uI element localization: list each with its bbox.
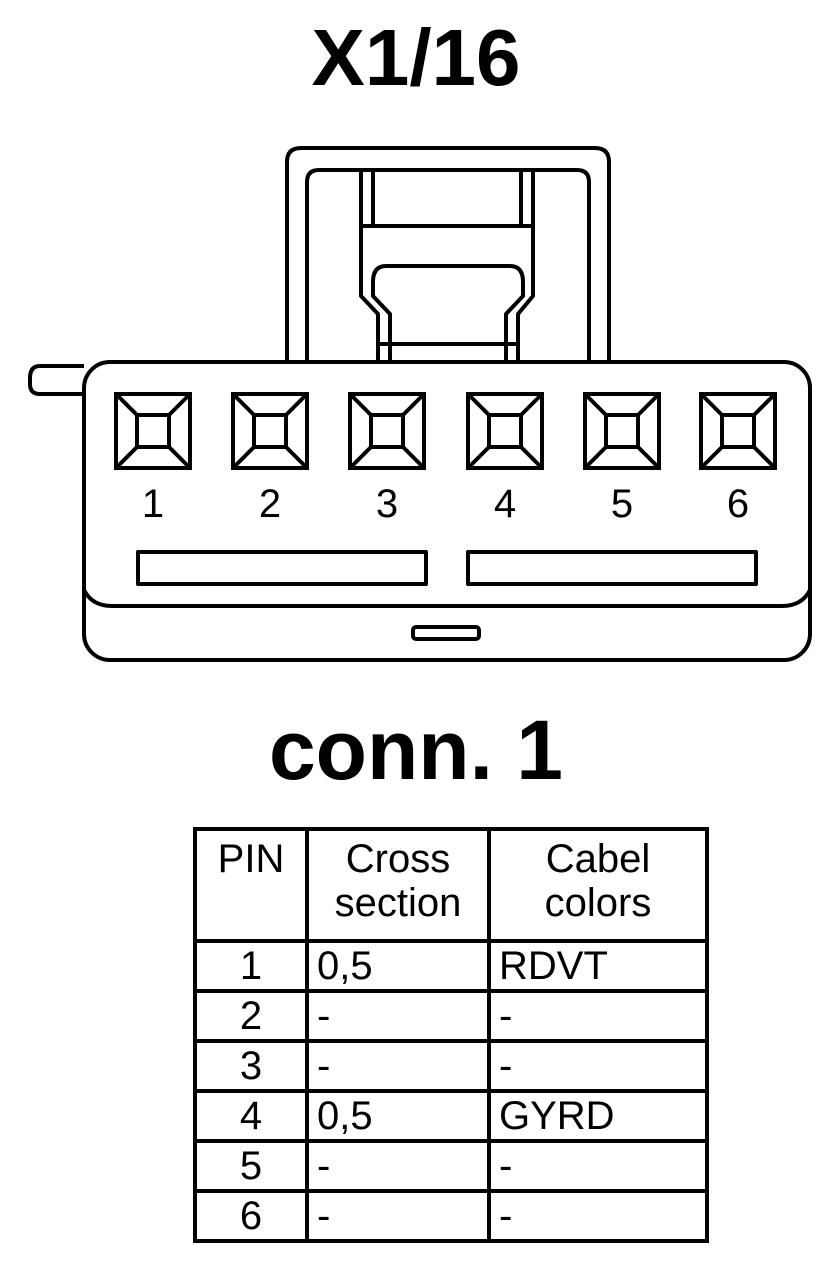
pin-cavity-3 xyxy=(348,392,426,470)
latch-outer xyxy=(285,146,611,362)
pin-number-6: 6 xyxy=(727,482,749,526)
connector-drawing: 1 2 3 4 5 6 xyxy=(28,146,812,662)
cross-section-cell: - xyxy=(305,1189,491,1243)
connector-label: conn. 1 xyxy=(268,703,564,797)
cross-section-cell: 0,5 xyxy=(305,1089,491,1143)
side-key xyxy=(28,364,84,396)
slot-right xyxy=(466,550,758,586)
table-row: 1 0,5 RDVT xyxy=(193,939,709,993)
table-row: 4 0,5 GYRD xyxy=(193,1089,709,1143)
pin-number-5: 5 xyxy=(611,482,633,526)
table-row: 5 - - xyxy=(193,1139,709,1193)
pin-cavity-1 xyxy=(114,392,192,470)
color-cell: - xyxy=(487,1139,709,1193)
color-cell: GYRD xyxy=(487,1089,709,1143)
pin-cavity-5 xyxy=(583,392,661,470)
pin-cavity-6 xyxy=(699,392,777,470)
connector-title: X1/16 xyxy=(311,13,521,102)
latch-tab xyxy=(359,224,535,360)
latch-inner xyxy=(305,168,591,362)
pin-number-1: 1 xyxy=(142,482,164,526)
pin-cell: 6 xyxy=(193,1189,309,1243)
color-cell: - xyxy=(487,1189,709,1243)
bottom-slot xyxy=(411,625,481,641)
table-row: 6 - - xyxy=(193,1189,709,1243)
connector-body xyxy=(82,360,812,662)
pin-number-2: 2 xyxy=(259,482,281,526)
pin-cell: 5 xyxy=(193,1139,309,1193)
slot-left xyxy=(136,550,428,586)
pin-cell: 2 xyxy=(193,989,309,1043)
cross-section-cell: - xyxy=(305,1139,491,1193)
color-cell: - xyxy=(487,989,709,1043)
pin-cell: 1 xyxy=(193,939,309,993)
cross-section-cell: - xyxy=(305,989,491,1043)
cross-section-cell: - xyxy=(305,1039,491,1093)
header-pin: PIN xyxy=(193,827,309,943)
pin-number-4: 4 xyxy=(494,482,516,526)
cross-section-cell: 0,5 xyxy=(305,939,491,993)
pin-cell: 4 xyxy=(193,1089,309,1143)
pin-cavity-4 xyxy=(466,392,544,470)
color-cell: RDVT xyxy=(487,939,709,993)
table-row: 3 - - xyxy=(193,1039,709,1093)
table-row: 2 - - xyxy=(193,989,709,1043)
pin-cavity-2 xyxy=(231,392,309,470)
color-cell: - xyxy=(487,1039,709,1093)
pin-cell: 3 xyxy=(193,1039,309,1093)
pin-number-3: 3 xyxy=(376,482,398,526)
